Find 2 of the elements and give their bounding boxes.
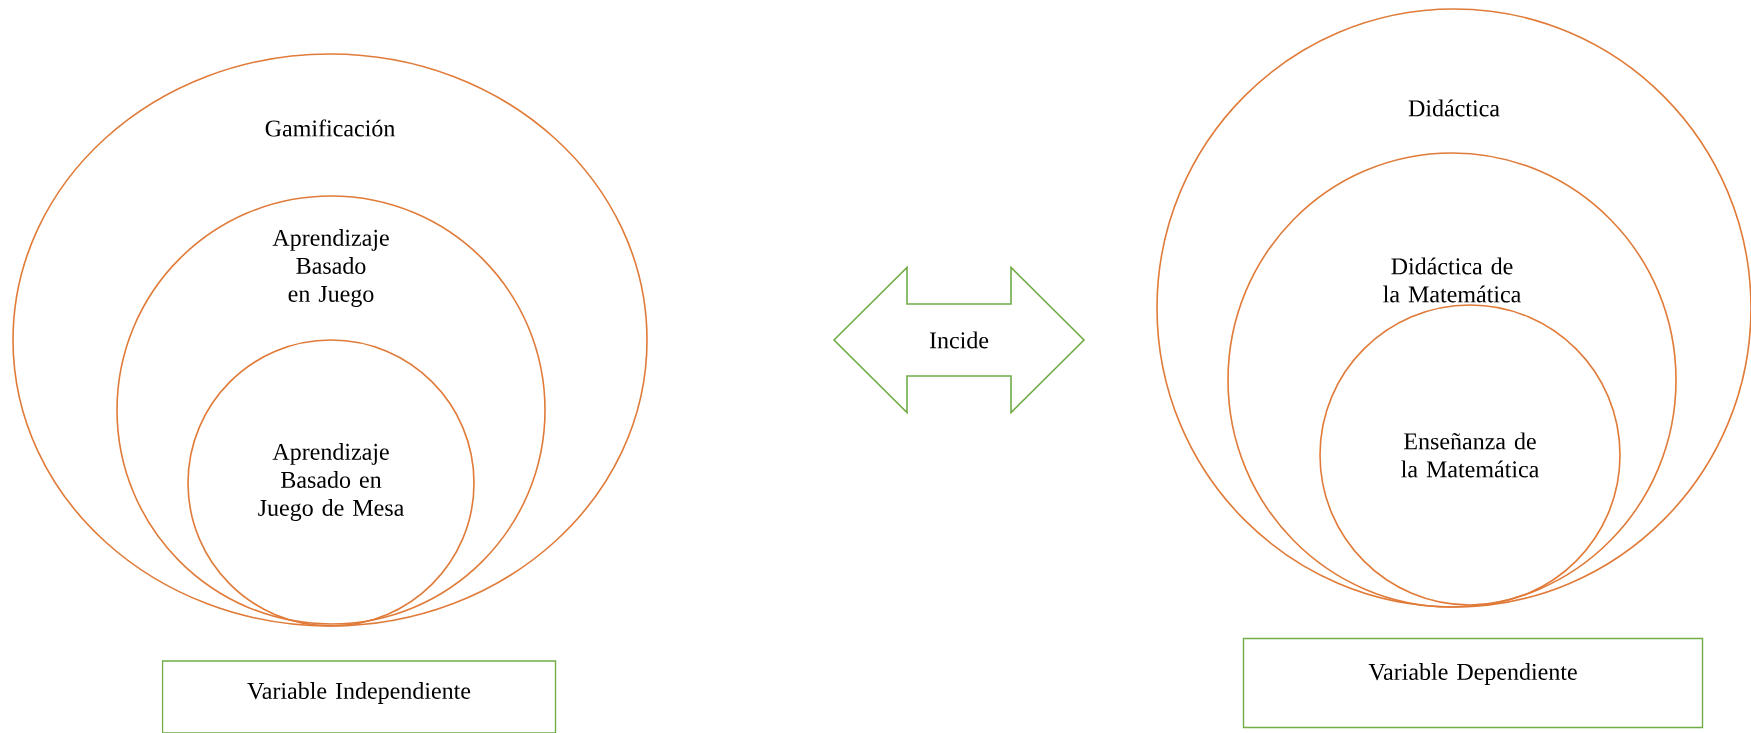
label-box: Variable Independiente — [161, 660, 557, 733]
label-box: Variable Dependiente — [1242, 637, 1704, 729]
